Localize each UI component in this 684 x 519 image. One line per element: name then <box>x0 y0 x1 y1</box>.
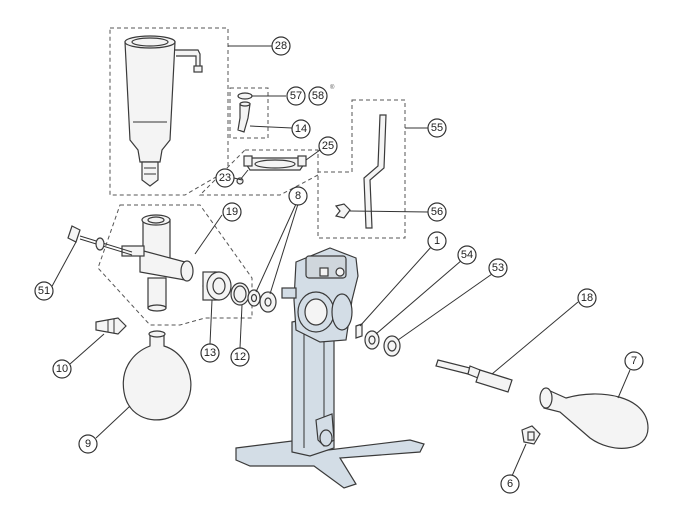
callout-57: 57 <box>286 86 306 106</box>
callout-56-label: 56 <box>431 206 443 218</box>
group-box-55 <box>317 99 406 239</box>
callout-54: 54 <box>457 245 477 265</box>
part-1-gasket <box>355 323 363 339</box>
callout-56: 56 <box>427 202 447 222</box>
callout-19: 19 <box>222 202 242 222</box>
callout-9: 9 <box>78 434 98 454</box>
part-53-nut <box>383 335 401 357</box>
part-51-stem <box>67 225 133 256</box>
callout-6-label: 6 <box>507 478 513 490</box>
part-12-ring <box>230 282 250 306</box>
callout-53: 53 <box>488 258 508 278</box>
callout-25-label: 25 <box>322 140 334 152</box>
callout-58-label: 58 <box>312 90 324 102</box>
callout-1-label: 1 <box>434 235 440 247</box>
callout-57-label: 57 <box>290 90 302 102</box>
callout-58: 58 ® <box>308 84 335 106</box>
group-box-28 <box>109 27 229 196</box>
callout-14-label: 14 <box>295 123 307 135</box>
callout-54-label: 54 <box>461 249 473 261</box>
part-8-washers <box>247 289 277 313</box>
leader-lines <box>49 45 631 477</box>
callout-8: 8 <box>288 186 308 206</box>
callout-14: 14 <box>291 119 311 139</box>
part-57-58-oring <box>237 92 253 100</box>
callout-51-label: 51 <box>38 285 50 297</box>
callout-19-label: 19 <box>226 206 238 218</box>
callout-23-label: 23 <box>219 172 231 184</box>
callout-18: 18 <box>577 288 597 308</box>
part-25-clamp <box>243 155 307 171</box>
part-13-nut <box>202 271 232 301</box>
group-box-19 <box>97 204 253 326</box>
group-box-25 <box>198 149 319 196</box>
part-9-flask <box>122 330 192 421</box>
callout-7: 7 <box>624 351 644 371</box>
callout-55: 55 <box>427 118 447 138</box>
callout-7-label: 7 <box>631 355 637 367</box>
callout-10-label: 10 <box>56 363 68 375</box>
callout-10: 10 <box>52 359 72 379</box>
callout-55-label: 55 <box>431 122 443 134</box>
callout-28: 28 <box>271 36 291 56</box>
part-10-fitting <box>95 317 127 335</box>
callout-13: 13 <box>200 343 220 363</box>
callout-23: 23 <box>215 168 235 188</box>
callout-8-label: 8 <box>295 190 301 202</box>
part-54-ring <box>364 330 380 350</box>
part-19-valve <box>121 214 194 312</box>
part-56-clip <box>334 203 351 219</box>
registered-mark: ® <box>330 84 335 91</box>
stand-main-body <box>235 247 425 489</box>
callout-25: 25 <box>318 136 338 156</box>
part-28-bottle <box>124 35 203 187</box>
part-23-screw <box>236 169 249 185</box>
callout-12-label: 12 <box>234 351 246 363</box>
callout-6: 6 <box>500 474 520 494</box>
callout-9-label: 9 <box>85 438 91 450</box>
group-box-14 <box>229 87 269 139</box>
callout-12: 12 <box>230 347 250 367</box>
part-18-tube <box>435 359 513 393</box>
callout-51: 51 <box>34 281 54 301</box>
part-14-nozzle <box>237 101 251 133</box>
part-55-rod <box>363 114 387 229</box>
callout-18-label: 18 <box>581 292 593 304</box>
callout-28-label: 28 <box>275 40 287 52</box>
part-6-clip <box>521 425 541 445</box>
part-7-flask <box>539 387 649 449</box>
callout-1: 1 <box>427 231 447 251</box>
callout-13-label: 13 <box>204 347 216 359</box>
callout-53-label: 53 <box>492 262 504 274</box>
